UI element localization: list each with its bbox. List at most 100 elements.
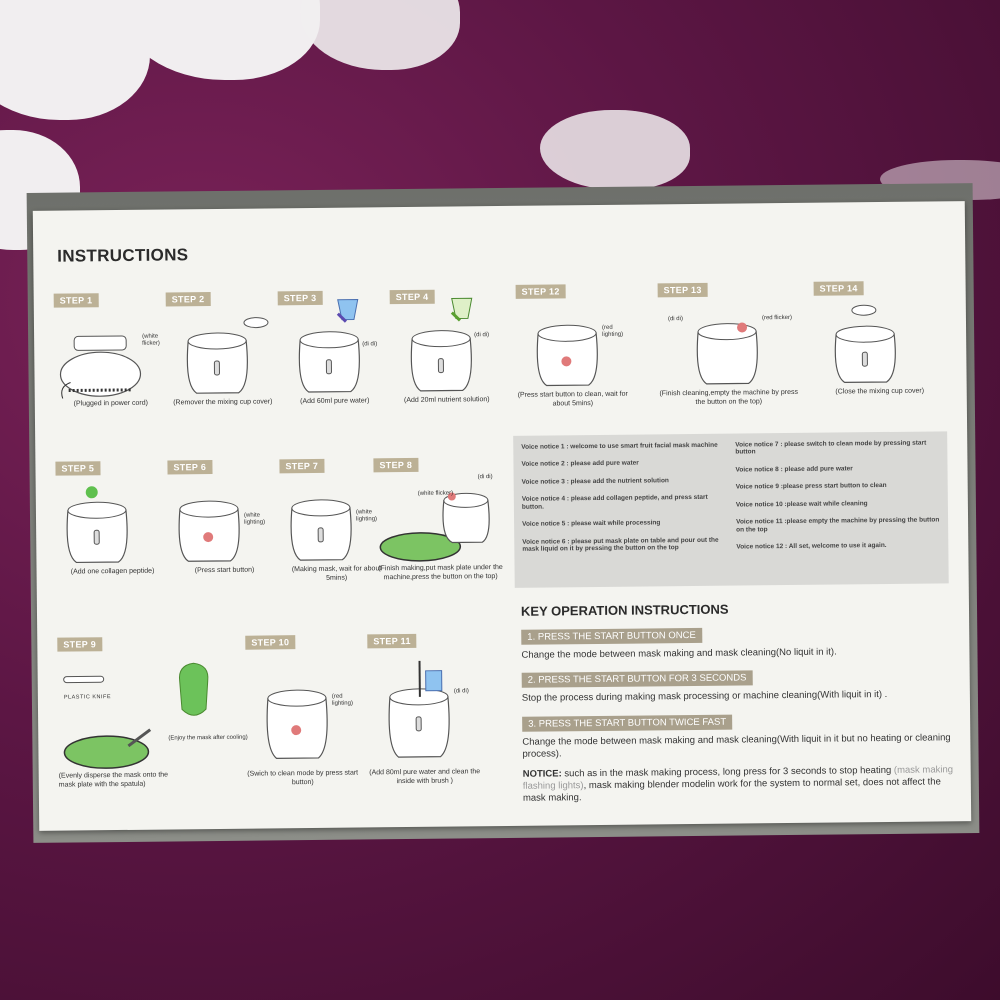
step-label: (white flicker) [418, 491, 453, 498]
machine-illustration [814, 304, 927, 387]
machine-illustration: (white lighting) [168, 482, 281, 565]
step-caption: (Finish making,put mask plate under the … [375, 564, 507, 583]
step-tag: STEP 8 [373, 458, 418, 472]
step-tag: STEP 14 [814, 281, 864, 296]
machine-icon [814, 304, 927, 387]
step-label: (di di) [474, 332, 489, 339]
measuring-cup-icon [448, 294, 478, 322]
step-tag: STEP 3 [278, 291, 323, 305]
machine-icon [166, 314, 279, 397]
step-caption: (Finish cleaning,empty the machine by pr… [659, 389, 799, 408]
machine-icon [367, 656, 480, 767]
step-tag: STEP 10 [245, 635, 295, 650]
key-op-desc: Change the mode between mask making and … [522, 732, 962, 761]
machine-illustration: (di di) (white flicker) [374, 480, 507, 563]
instruction-panel: INSTRUCTIONS STEP 1 (white flicker) (Plu… [33, 201, 971, 831]
step-tag: STEP 7 [279, 459, 324, 473]
step-2: STEP 2 (Remover the mixing cup cover) [166, 288, 279, 408]
flower-petal [540, 110, 690, 190]
step-label: (di di) [478, 474, 493, 481]
step-9: STEP 9 PLASTIC KNIFE (Enjoy the mask aft… [57, 633, 259, 791]
machine-illustration [56, 483, 169, 566]
step-caption: (Add 60ml pure water) [279, 397, 391, 407]
step-label: (red lighting) [332, 694, 358, 707]
step-tag: STEP 12 [516, 284, 566, 299]
step-label: (red flicker) [762, 315, 792, 322]
voice-notice-table: Voice notice 1 : welcome to use smart fr… [513, 431, 949, 588]
machine-icon [278, 313, 391, 396]
step-tag: STEP 13 [658, 283, 708, 298]
step-6: STEP 6 (white lighting) (Press start but… [167, 456, 280, 576]
plastic-knife-label: PLASTIC KNIFE [64, 694, 111, 701]
machine-illustration: (white flicker) [54, 316, 167, 399]
voice-notice: Voice notice 4 : please add collagen pep… [522, 494, 727, 511]
voice-notice: Voice notice 10 :please wait while clean… [736, 499, 941, 509]
spatula-and-mask-icon [57, 659, 258, 771]
step-1: STEP 1 (white flicker) (Plugged in power… [54, 290, 167, 410]
machine-illustration: (di di) [367, 656, 480, 767]
step-11: STEP 11 (di di) (Add 80ml pure water and… [367, 630, 481, 787]
machine-illustration: (di di) [278, 313, 391, 396]
step-tag: STEP 6 [167, 460, 212, 474]
key-op-bar: 2. PRESS THE START BUTTON FOR 3 SECONDS [522, 671, 753, 688]
step-label: (di di) [454, 688, 469, 695]
flower-petal [120, 0, 320, 80]
machine-icon [390, 312, 503, 395]
notice-text: NOTICE: such as in the mask making proce… [523, 765, 963, 805]
step-label: (white flicker) [142, 334, 166, 347]
step-tag: STEP 4 [390, 290, 435, 304]
step-14: STEP 14 (Close the mixing cup cover) [814, 277, 945, 397]
voice-notice: Voice notice 6 : please put mask plate o… [522, 536, 727, 553]
key-op-bar: 1. PRESS THE START BUTTON ONCE [521, 628, 702, 645]
step-caption: (Add 20ml nutrient solution) [391, 396, 503, 406]
voice-notice: Voice notice 3 : please add the nutrient… [522, 477, 727, 487]
step-label: (red lighting) [602, 325, 628, 338]
voice-notice: Voice notice 8 : please add pure water [735, 464, 940, 474]
step-caption: (Add one collagen peptide) [57, 567, 169, 577]
machine-illustration: (di di) [390, 312, 503, 395]
step-caption-2: (Enjoy the mask after cooling) [168, 735, 247, 742]
step-caption: (Close the mixing cup cover) [815, 387, 945, 397]
key-op-bar: 3. PRESS THE START BUTTON TWICE FAST [522, 714, 732, 731]
step-caption: (Plugged in power cord) [55, 400, 167, 410]
voice-notice-right-column: Voice notice 7 : please switch to clean … [735, 439, 941, 561]
step-3: STEP 3 (di di) (Add 60ml pure water) [278, 287, 391, 407]
mask-illustration: PLASTIC KNIFE (Enjoy the mask after cool… [57, 659, 258, 771]
step-4: STEP 4 (di di) (Add 20ml nutrient soluti… [390, 286, 503, 406]
step-tag: STEP 1 [54, 293, 99, 307]
voice-notice: Voice notice 9 :please press start butto… [736, 482, 941, 492]
machine-icon [516, 307, 629, 390]
step-13: STEP 13 (di di) (red flicker) (Finish cl… [658, 279, 799, 408]
step-8: STEP 8 (di di) (white flicker) (Finish m… [373, 454, 506, 583]
step-caption: (Remover the mixing cup cover) [167, 398, 279, 408]
voice-notice: Voice notice 2 : please add pure water [521, 459, 726, 469]
step-tag: STEP 2 [166, 292, 211, 306]
step-label: (di di) [362, 341, 377, 348]
step-tag: STEP 11 [367, 634, 417, 649]
notice-label: NOTICE: [523, 769, 562, 780]
step-12: STEP 12 (red lighting) (Press start butt… [516, 281, 629, 410]
voice-notice: Voice notice 7 : please switch to clean … [735, 439, 940, 456]
machine-illustration: (di di) (red flicker) [658, 305, 799, 388]
flower-petal [300, 0, 460, 70]
key-ops-heading: KEY OPERATION INSTRUCTIONS [521, 599, 961, 619]
key-operation-instructions: KEY OPERATION INSTRUCTIONS 1. PRESS THE … [521, 599, 963, 805]
step-caption: (Press start button to clean, wait for a… [517, 391, 629, 410]
instructions-heading: INSTRUCTIONS [57, 245, 188, 266]
step-tag: STEP 9 [57, 637, 102, 651]
step-tag: STEP 5 [55, 461, 100, 475]
machine-illustration [166, 314, 279, 397]
measuring-cup-icon [334, 295, 364, 323]
machine-icon [245, 658, 358, 769]
step-10: STEP 10 (red lighting) (Swich to clean m… [245, 632, 359, 789]
step-caption: (Press start button) [169, 566, 281, 576]
step-caption: (Add 80ml pure water and clean the insid… [369, 768, 481, 787]
voice-notice: Voice notice 5 : please wait while proce… [522, 519, 727, 529]
voice-notice: Voice notice 1 : welcome to use smart fr… [521, 442, 726, 452]
machine-icon [56, 483, 169, 566]
voice-notice: Voice notice 11 :please empty the machin… [736, 517, 941, 534]
step-caption: (Swich to clean mode by press start butt… [247, 770, 359, 789]
machine-illustration: (red lighting) [245, 658, 358, 769]
step-caption: (Evenly disperse the mask onto the mask … [59, 772, 169, 791]
voice-notice-left-column: Voice notice 1 : welcome to use smart fr… [521, 442, 727, 564]
